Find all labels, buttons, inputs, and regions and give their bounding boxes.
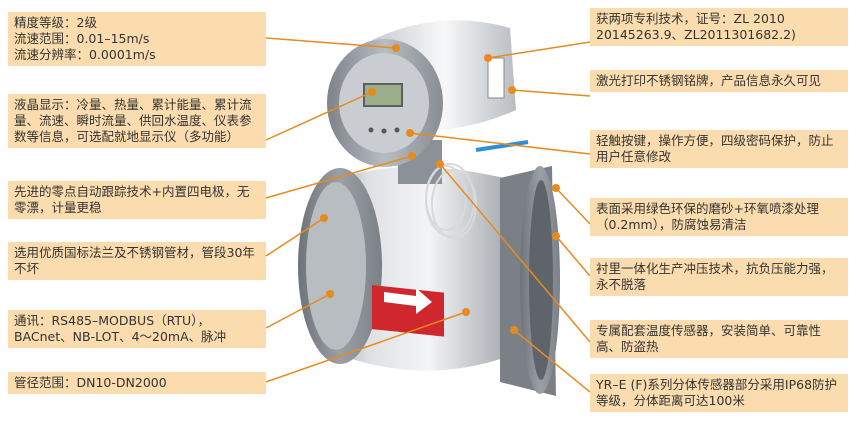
flow-arrow-icon — [372, 285, 444, 337]
callout-ip68: YR–E (F)系列分体传感器部分采用IP68防护等级，分体距离可达100米 — [590, 374, 848, 412]
marker-dot — [326, 290, 334, 298]
marker-dot — [510, 326, 518, 334]
marker-dot — [368, 88, 376, 96]
callout-zero-tracking: 先进的零点自动跟踪技术+内置四电极，无零漂，计量更稳 — [8, 181, 266, 219]
marker-dot — [406, 129, 414, 137]
marker-dot — [436, 160, 444, 168]
callout-patents: 获两项专利技术，证号：ZL 2010 20145263.9、ZL20113016… — [590, 8, 848, 46]
marker-dot — [392, 44, 400, 52]
callout-communication: 通讯：RS485–MODBUS（RTU），BACnet、NB-LOT、4～20m… — [8, 310, 266, 348]
leader-lines — [265, 37, 591, 393]
marker-dot — [320, 214, 328, 222]
callout-surface-coating: 表面采用绿色环保的磨砂+环氧喷漆处理（0.2mm），防腐蚀易清洁 — [590, 198, 848, 236]
converter-head — [327, 39, 443, 167]
callout-nameplate: 激光打印不锈钢铭牌，产品信息永久可见 — [590, 70, 848, 92]
marker-dot — [408, 152, 416, 160]
marker-dot — [508, 86, 516, 94]
cable-coil — [425, 140, 529, 239]
callout-lining: 衬里一体化生产冲压技术，抗负压能力强，永不脱落 — [590, 258, 848, 296]
callout-pipe-diameter: 管径范围：DN10-DN2000 — [8, 372, 266, 394]
right-flange — [500, 166, 560, 396]
marker-dot — [484, 54, 492, 62]
callout-accuracy: 精度等级：2级 流速范围：0.01–15m/s 流速分辨率：0.0001m/s — [8, 12, 266, 66]
callout-lcd-display: 液晶显示：冷量、热量、累计能量、累计流量、流速、瞬时流量、供回水温度、仪表参数等… — [8, 94, 266, 148]
callout-temperature-sensor: 专属配套温度传感器，安装简单、可靠性高、防盗热 — [590, 320, 848, 358]
marker-dot — [552, 232, 560, 240]
marker-dot — [462, 308, 470, 316]
callout-flange-material: 选用优质国标法兰及不锈钢管材，管段30年不坏 — [8, 242, 266, 280]
left-flange — [298, 168, 382, 364]
marker-dot — [552, 184, 560, 192]
callout-touch-keys: 轻触按键，操作方便，四级密码保护，防止用户任意修改 — [590, 130, 848, 168]
